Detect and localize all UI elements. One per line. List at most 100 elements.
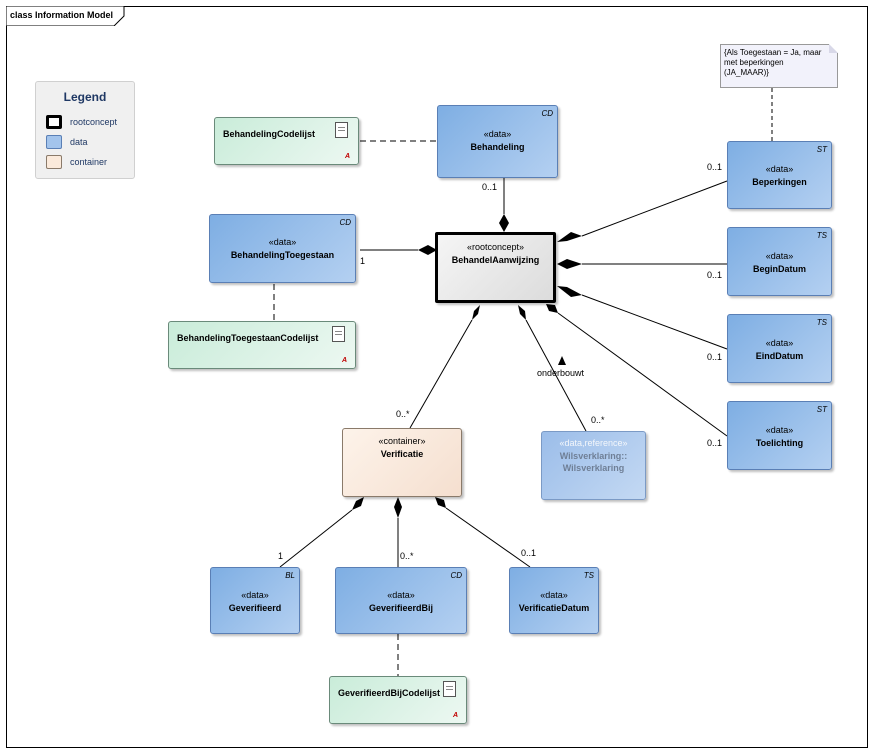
multiplicity-behandeling: 0..1	[482, 182, 498, 192]
legend: Legend rootconcept data container	[35, 81, 135, 179]
class-behandeling[interactable]: CD «data» Behandeling	[437, 105, 558, 178]
multiplicity-eind-datum: 0..1	[707, 352, 723, 362]
link-wilsverklaring	[525, 319, 587, 432]
direction-arrow	[558, 356, 566, 365]
stereotype: «data»	[483, 129, 512, 139]
stereotype: «data»	[765, 425, 794, 435]
legend-label-rootconcept: rootconcept	[70, 117, 118, 127]
class-toelichting[interactable]: ST «data» Toelichting	[727, 401, 832, 470]
diagram-title: class Information Model	[10, 10, 114, 20]
diamond-toelichting	[546, 304, 558, 313]
codelist-icon	[332, 326, 345, 342]
stereotype: «data»	[765, 164, 794, 174]
type-tag: CD	[450, 571, 462, 580]
abstract-badge: A	[452, 712, 458, 719]
class-behandeling-toegestaan-codelijst[interactable]: BehandelingToegestaanCodelijst A	[168, 321, 356, 369]
multiplicity-toelichting: 0..1	[707, 438, 723, 448]
class-name: Verificatie	[380, 449, 424, 459]
class-name: BehandelAanwijzing	[451, 255, 540, 265]
class-behandeling-toegestaan[interactable]: CD «data» BehandelingToegestaan	[209, 214, 356, 283]
diamond-begin-datum	[557, 259, 582, 269]
multiplicity-behandeling-toegestaan: 1	[360, 256, 366, 266]
class-name: GeverifieerdBijCodelijst	[338, 688, 441, 698]
type-tag: TS	[583, 571, 594, 580]
class-name: BeginDatum	[752, 264, 806, 274]
stereotype: «data»	[241, 590, 269, 600]
class-name: BehandelingToegestaan	[230, 250, 335, 260]
class-name: Geverifieerd	[228, 603, 282, 613]
legend-swatch-container	[46, 155, 62, 169]
type-tag: CD	[541, 109, 553, 118]
class-verificatie-datum[interactable]: TS «data» VerificatieDatum	[509, 567, 599, 634]
stereotype: «data»	[268, 237, 297, 247]
class-name: BehandelingCodelijst	[223, 129, 316, 139]
class-name: Toelichting	[755, 438, 804, 448]
association-label-onderbouwt: onderbouwt	[537, 368, 585, 378]
type-tag: TS	[816, 318, 827, 327]
class-beperkingen[interactable]: ST «data» Beperkingen	[727, 141, 832, 209]
class-geverifieerd-bij-codelijst[interactable]: GeverifieerdBijCodelijst A	[329, 676, 467, 724]
abstract-badge: A	[344, 153, 350, 160]
stereotype: «data»	[765, 338, 794, 348]
stereotype: «data»	[765, 251, 794, 261]
type-tag: CD	[339, 218, 351, 227]
diamond-wilsverklaring	[518, 305, 526, 320]
multiplicity-verificatie-datum: 0..1	[521, 548, 537, 558]
multiplicity-geverifieerd: 1	[278, 551, 284, 561]
class-name: VerificatieDatum	[518, 603, 590, 613]
codelist-icon	[443, 681, 456, 697]
class-verificatie[interactable]: «container» Verificatie	[342, 428, 462, 497]
legend-title: Legend	[63, 90, 107, 104]
abstract-badge: A	[341, 357, 347, 364]
stereotype: «data»	[387, 590, 415, 600]
class-eind-datum[interactable]: TS «data» EindDatum	[727, 314, 832, 383]
codelist-icon	[335, 122, 348, 138]
class-name: Beperkingen	[752, 177, 807, 187]
diamond-beperkingen	[557, 232, 582, 242]
class-name: EindDatum	[755, 351, 804, 361]
frame-tab	[6, 6, 125, 26]
note-line: (JA_MAAR)}	[724, 68, 769, 77]
class-name: Behandeling	[470, 142, 525, 152]
multiplicity-beperkingen: 0..1	[707, 162, 723, 172]
legend-swatch-rootconcept	[46, 115, 62, 129]
class-name-package: Wilsverklaring::	[559, 451, 628, 461]
type-tag: TS	[816, 231, 827, 240]
legend-swatch-data	[46, 135, 62, 149]
link-toelichting	[557, 312, 728, 437]
class-wilsverklaring[interactable]: «data,reference» Wilsverklaring:: Wilsve…	[541, 431, 646, 500]
diagram-frame	[6, 6, 868, 748]
stereotype: «container»	[378, 436, 426, 446]
diamond-verificatie-datum	[435, 497, 446, 508]
stereotype: «rootconcept»	[466, 242, 525, 252]
link-eind-datum	[581, 294, 728, 350]
note-corner	[829, 44, 838, 53]
multiplicity-geverifieerd-bij: 0..*	[400, 551, 414, 561]
link-geverifieerd	[279, 509, 353, 568]
link-verificatie	[409, 319, 473, 429]
class-geverifieerd[interactable]: BL «data» Geverifieerd	[210, 567, 300, 634]
class-behandel-aanwijzing[interactable]: «rootconcept» BehandelAanwijzing	[435, 232, 556, 303]
multiplicity-begin-datum: 0..1	[707, 270, 723, 280]
diamond-geverifieerd	[352, 497, 364, 510]
multiplicity-verificatie: 0..*	[396, 409, 410, 419]
type-tag: ST	[816, 405, 827, 414]
legend-label-container: container	[70, 157, 108, 167]
type-tag: BL	[285, 571, 295, 580]
diamond-behandeling	[499, 214, 509, 232]
diamond-geverifieerd-bij	[394, 497, 402, 518]
class-behandeling-codelijst[interactable]: BehandelingCodelijst A	[214, 117, 359, 165]
class-geverifieerd-bij[interactable]: CD «data» GeverifieerdBij	[335, 567, 467, 634]
class-name: Wilsverklaring	[562, 463, 625, 473]
multiplicity-wilsverklaring: 0..*	[591, 415, 605, 425]
legend-label-data: data	[70, 137, 88, 147]
note-line: met beperkingen	[724, 58, 784, 67]
stereotype: «data»	[540, 590, 568, 600]
class-name: GeverifieerdBij	[368, 603, 434, 613]
stereotype: «data,reference»	[559, 438, 628, 448]
class-begin-datum[interactable]: TS «data» BeginDatum	[727, 227, 832, 296]
constraint-note: {Als Toegestaan = Ja, maar met beperking…	[720, 44, 838, 88]
note-line: {Als Toegestaan = Ja, maar	[724, 48, 822, 57]
link-verificatie-datum	[445, 507, 531, 568]
